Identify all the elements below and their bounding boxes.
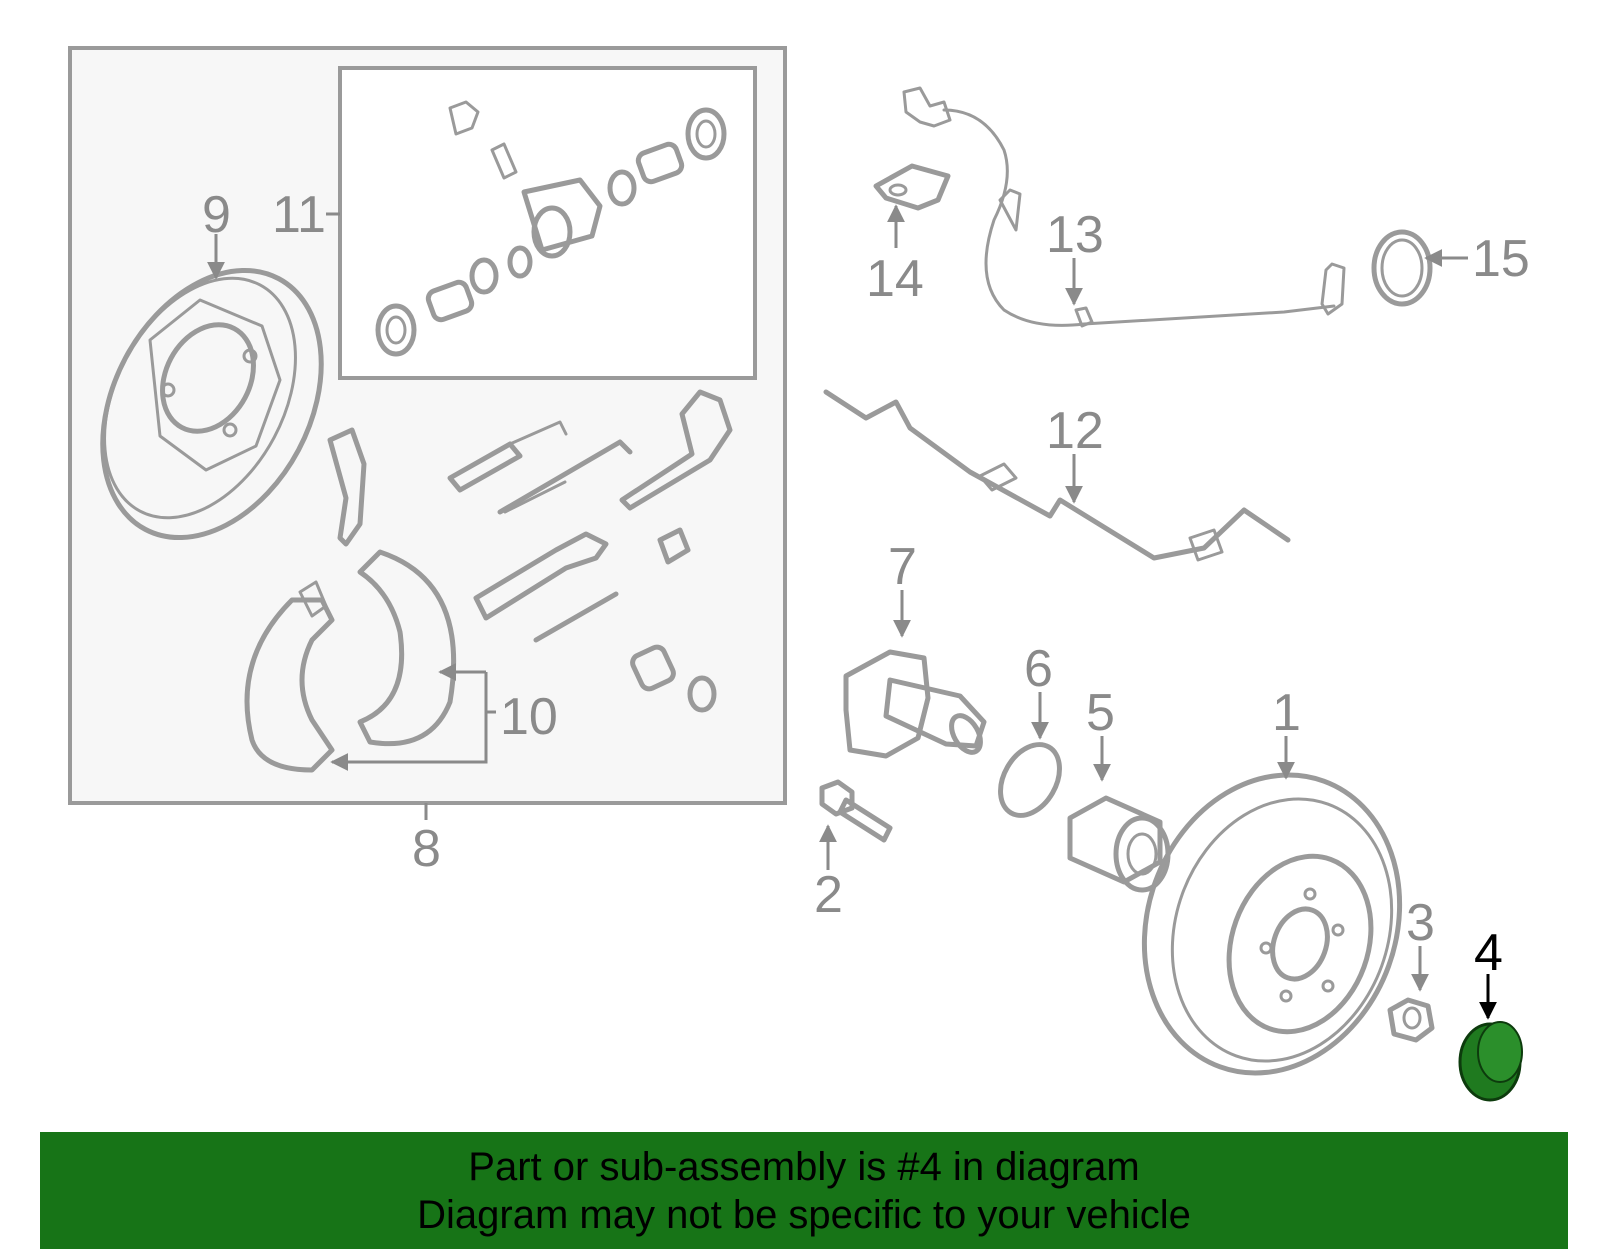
callout-9: 9	[202, 186, 231, 244]
banner-line-1: Part or sub-assembly is #4 in diagram	[468, 1144, 1140, 1189]
sensor-bracket-part	[873, 163, 951, 211]
banner-line-2: Diagram may not be specific to your vehi…	[417, 1192, 1191, 1237]
grease-cap-part	[1458, 1021, 1523, 1102]
brake-shoes-part	[244, 549, 457, 773]
callout-13: 13	[1046, 206, 1104, 264]
brake-assembly-box	[68, 46, 787, 805]
backing-plate-part	[100, 267, 324, 541]
callout-5: 5	[1086, 684, 1115, 742]
callout-11: 11	[272, 186, 326, 244]
spindle-part	[843, 649, 987, 759]
brake-hardware-part	[327, 389, 733, 713]
callout-10: 10	[500, 688, 558, 746]
brake-drum-part	[1141, 772, 1403, 1076]
tone-ring-part	[1371, 229, 1433, 307]
bolt-part	[819, 779, 893, 843]
callout-labels: 9 11 10 8 13 14 15 12 7 6 5 1 2 3 4	[202, 186, 1530, 982]
callout-2: 2	[814, 866, 843, 924]
snap-ring-part	[998, 742, 1062, 818]
callout-4: 4	[1474, 924, 1503, 982]
brake-line-part	[823, 389, 1291, 562]
bearing-part	[1067, 795, 1171, 893]
hub-nut-part	[1387, 997, 1435, 1043]
abs-sensor-part	[902, 86, 1346, 328]
callout-1: 1	[1272, 684, 1301, 742]
wheel-cylinder-kit-part	[375, 100, 727, 357]
callout-7: 7	[888, 538, 917, 596]
info-banner: Part or sub-assembly is #4 in diagram Di…	[40, 1132, 1568, 1249]
callout-12: 12	[1046, 402, 1104, 460]
leader-lines	[207, 204, 1497, 1020]
callout-14: 14	[866, 250, 924, 308]
callout-15: 15	[1472, 230, 1530, 288]
callout-8: 8	[412, 820, 441, 878]
callout-6: 6	[1024, 640, 1053, 698]
callout-3: 3	[1406, 894, 1435, 952]
